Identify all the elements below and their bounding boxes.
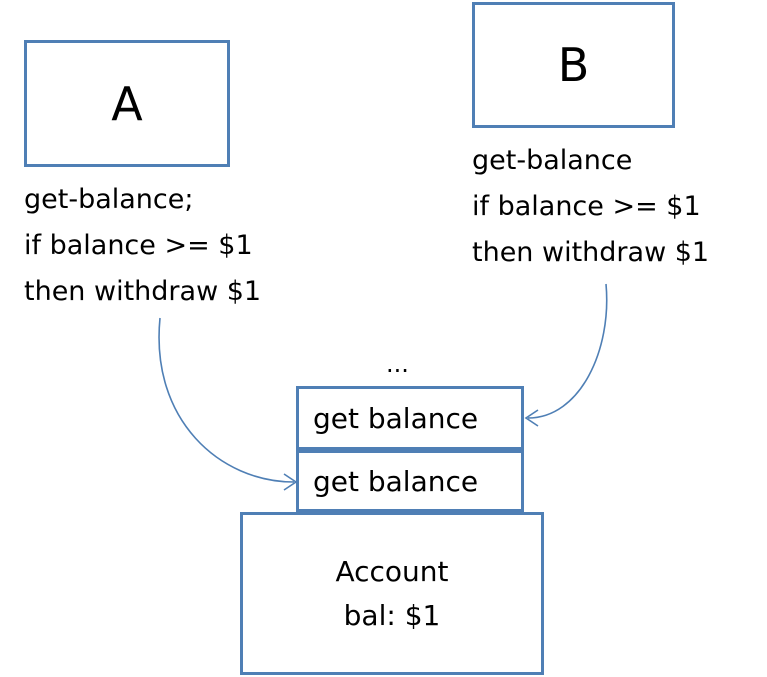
account-balance: bal: $1 [343,598,441,632]
account-title: Account [335,554,449,588]
client-b-label: B [557,38,590,92]
queue-message: get balance [296,386,524,450]
arrow-a-head [283,473,298,491]
client-a-code-line: if balance >= $1 [24,230,253,261]
client-a-code-line: get-balance; [24,184,194,215]
client-a-label: A [111,76,143,131]
client-b-box: B [472,2,675,128]
queue-message-label: get balance [313,464,479,498]
client-b-code-line: get-balance [472,145,633,176]
client-b-code-line: then withdraw $1 [472,237,710,268]
client-a-code: get-balance; if balance >= $1 then withd… [24,177,261,315]
arrow-a-to-queue [158,317,295,483]
account-box: Account bal: $1 [240,512,544,675]
queue-ellipsis: ... [386,350,409,378]
arrow-b-to-queue [527,283,608,419]
client-b-code: get-balance if balance >= $1 then withdr… [472,138,709,276]
arrow-b-head [524,409,539,427]
queue-message-label: get balance [313,401,479,435]
queue-message: get balance [296,450,524,512]
client-a-code-line: then withdraw $1 [24,276,262,307]
client-a-box: A [24,40,230,167]
client-b-code-line: if balance >= $1 [472,191,701,222]
